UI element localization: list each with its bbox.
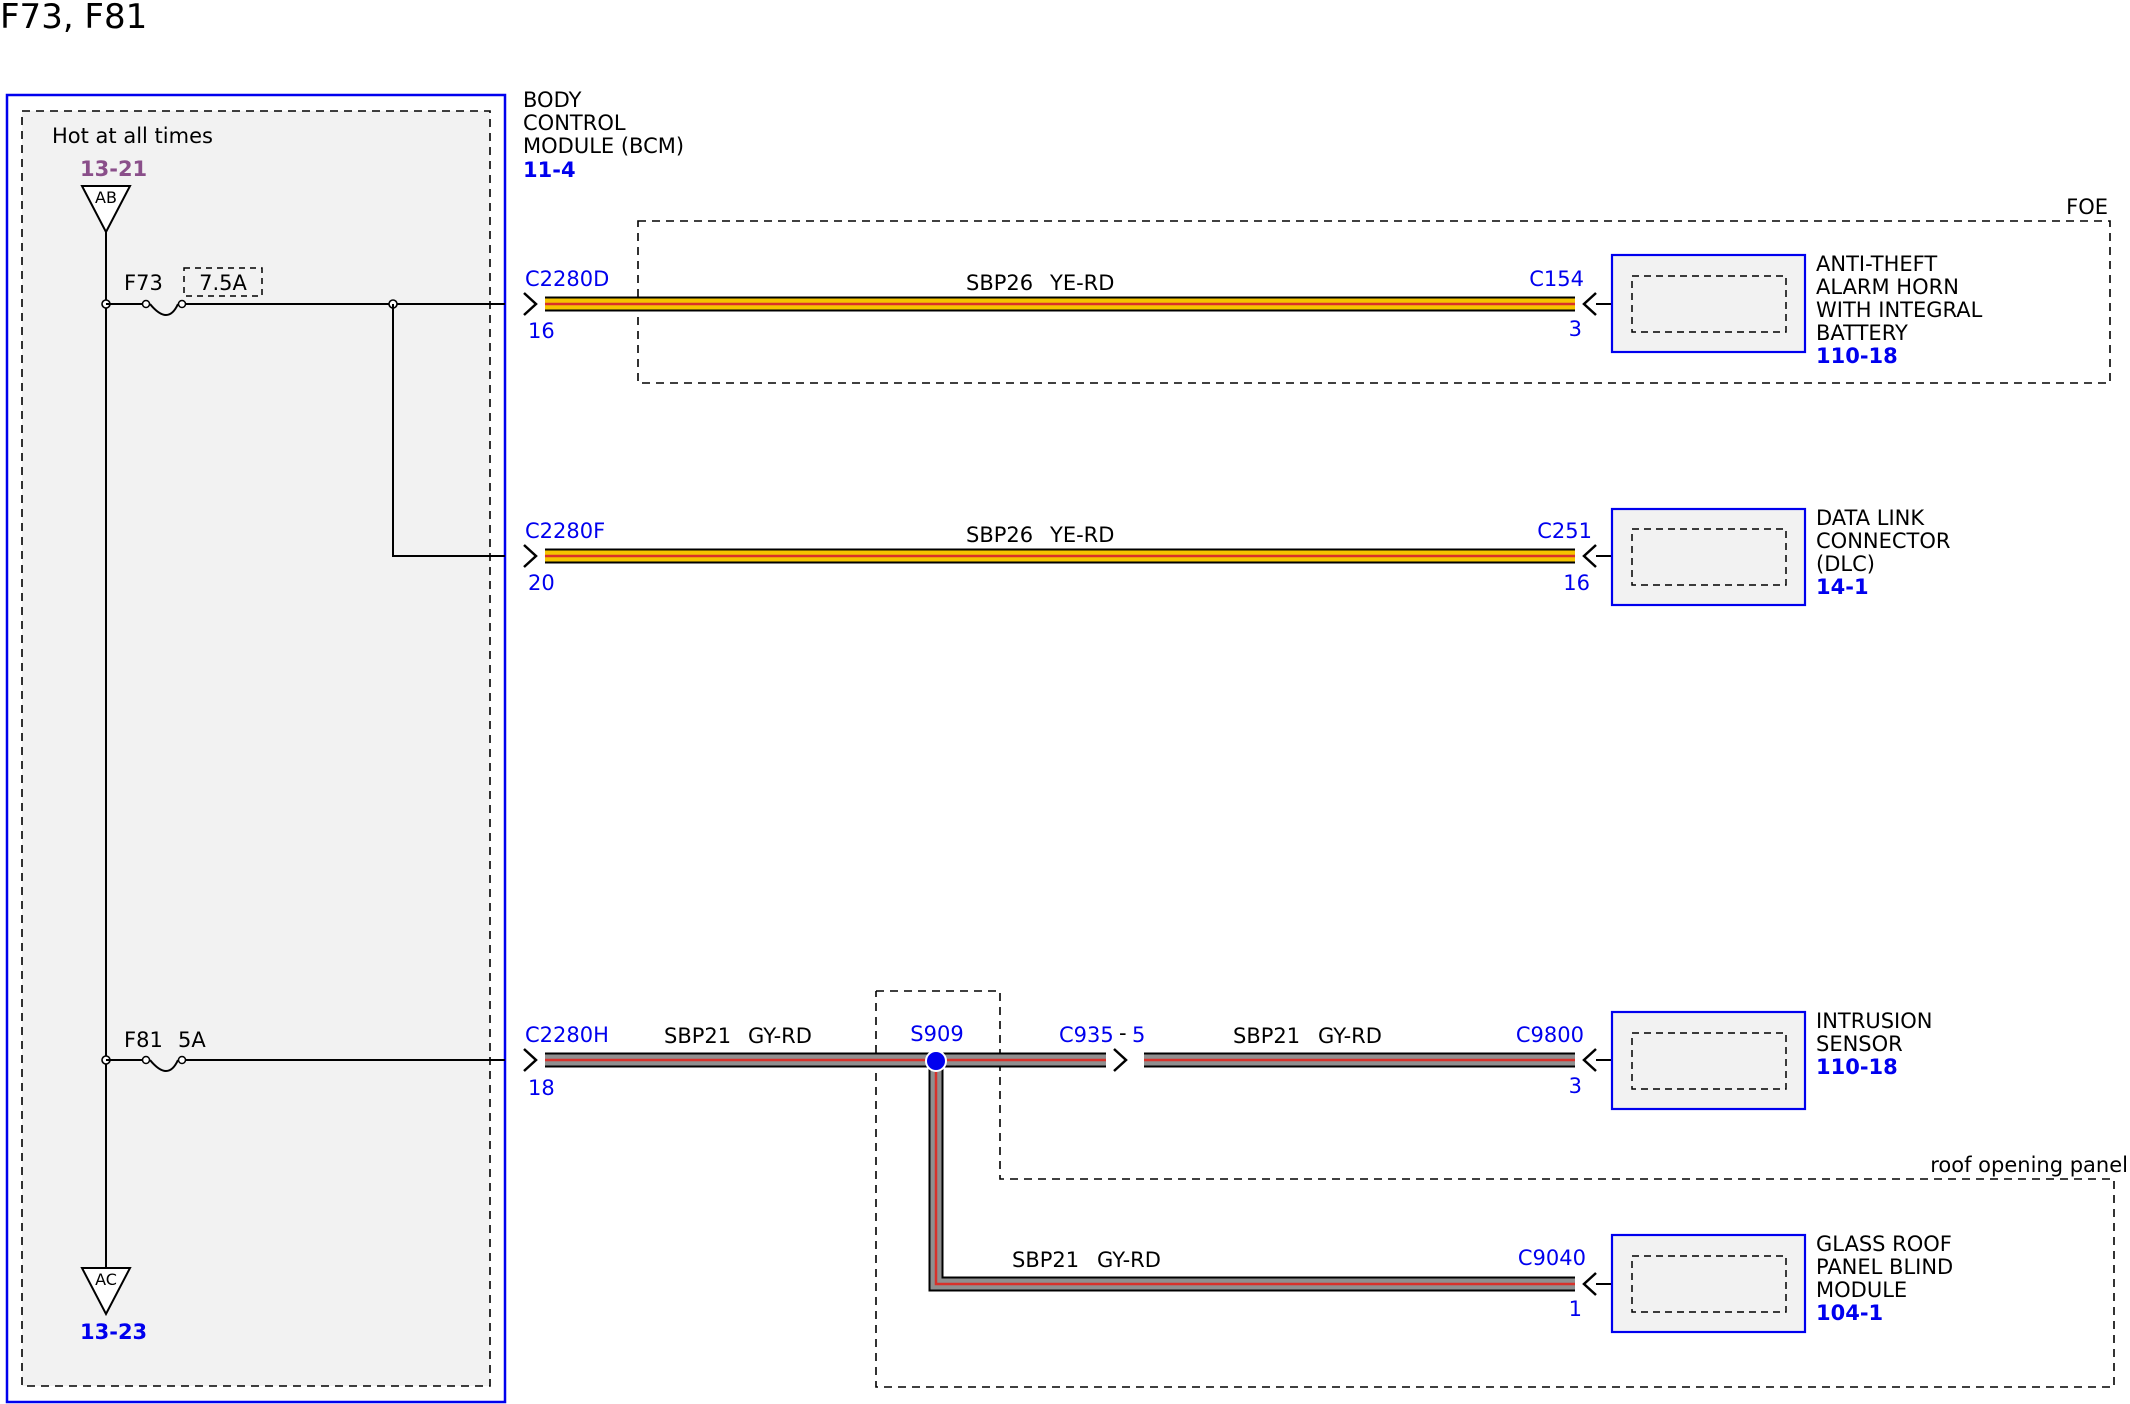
component-4-ref: 104-1 — [1816, 1301, 1883, 1325]
foe-region — [637, 220, 2111, 384]
component-1-line-2: ALARM HORN — [1816, 275, 1959, 299]
circuit-1-id: SBP26 — [966, 271, 1033, 295]
circuit-3b-id: SBP21 — [1233, 1024, 1300, 1048]
connector-c2280f-arrow-icon — [523, 544, 538, 568]
terminal-ac-icon — [80, 1267, 132, 1317]
bcm-module: Hot at all times 13-21 AB AC 13-23 F73 7… — [5, 93, 507, 1404]
circuit-2-id: SBP26 — [966, 523, 1033, 547]
component-2-line-1: DATA LINK — [1816, 506, 1925, 530]
fuse-f73-icon — [149, 303, 179, 316]
component-1-line-4: BATTERY — [1816, 321, 1908, 345]
connector-c9800-arrow-icon — [1582, 1048, 1597, 1072]
terminal-ac-label: AC — [95, 1270, 117, 1289]
component-4-line-2: PANEL BLIND — [1816, 1255, 1953, 1279]
c2280d-pin: 16 — [528, 319, 555, 343]
component-glass-roof-blind-module — [1610, 1233, 1807, 1334]
circuit-1-color: YE-RD — [1049, 271, 1114, 295]
c2280f-label: C2280F — [525, 519, 605, 543]
connector-c9040-arrow-icon — [1582, 1272, 1597, 1296]
roof-region-label: roof opening panel — [1930, 1153, 2128, 1177]
c935-label: C935 — [1059, 1023, 1114, 1047]
component-1-line-3: WITH INTEGRAL — [1816, 298, 1983, 322]
s909-label: S909 — [910, 1022, 963, 1046]
c9040-label: C9040 — [1518, 1246, 1586, 1270]
bcm-bottom-ref: 13-23 — [80, 1320, 147, 1344]
circuit-3b-color: GY-RD — [1318, 1024, 1382, 1048]
connector-c2280d-arrow-icon — [523, 292, 538, 316]
component-2-line-2: CONNECTOR — [1816, 529, 1951, 553]
terminal-ab-icon — [80, 185, 132, 235]
foe-region-label: FOE — [2066, 195, 2108, 219]
connector-c935-arrow-icon — [1113, 1048, 1128, 1072]
c2280f-pin: 20 — [528, 571, 555, 595]
fuse-f73-rating: 7.5A — [199, 271, 247, 295]
circuit-4-wire — [928, 1060, 1575, 1292]
circuit-4-color: GY-RD — [1097, 1248, 1161, 1272]
c9800-label: C9800 — [1516, 1023, 1584, 1047]
component-3-line-2: SENSOR — [1816, 1032, 1903, 1056]
component-data-link-connector — [1610, 507, 1807, 607]
terminal-ab-label: AB — [95, 188, 117, 207]
c251-pin: 16 — [1563, 571, 1590, 595]
hot-at-all-times-label: Hot at all times — [52, 124, 213, 148]
c251-label: C251 — [1537, 519, 1592, 543]
c154-pin: 3 — [1569, 317, 1582, 341]
component-4-line-3: MODULE — [1816, 1278, 1907, 1302]
f81-node-right — [177, 1055, 187, 1065]
splice-s909-icon — [925, 1050, 947, 1072]
bcm-top-ref: 13-21 — [80, 157, 147, 181]
fuse-f73-id: F73 — [124, 271, 163, 295]
bcm-fuse-area — [21, 110, 491, 1387]
component-4-line-1: GLASS ROOF — [1816, 1232, 1952, 1256]
component-2-line-3: (DLC) — [1816, 552, 1875, 576]
component-3-line-1: INTRUSION — [1816, 1009, 1932, 1033]
f81-node-left — [141, 1055, 151, 1065]
circuit-2-color: YE-RD — [1049, 523, 1114, 547]
roof-opening-panel-region — [875, 990, 2115, 1388]
component-anti-theft-horn — [1610, 253, 1807, 354]
bcm-name-line-2: CONTROL — [523, 111, 626, 135]
f73-node-right — [177, 299, 187, 309]
component-1-line-1: ANTI-THEFT — [1816, 252, 1937, 276]
c2280d-label: C2280D — [525, 267, 609, 291]
fuse-f81-id: F81 — [124, 1028, 163, 1052]
connector-c251-arrow-icon — [1582, 544, 1597, 568]
bcm-name-line-3: MODULE (BCM) — [523, 134, 684, 158]
c154-label: C154 — [1529, 267, 1584, 291]
component-intrusion-sensor — [1610, 1010, 1807, 1111]
bcm-ref: 11-4 — [523, 158, 576, 182]
connector-c154-arrow-icon — [1582, 292, 1597, 316]
c9040-pin: 1 — [1569, 1297, 1582, 1321]
component-2-ref: 14-1 — [1816, 575, 1869, 599]
bcm-name-line-1: BODY — [523, 88, 582, 112]
connector-c2280h-arrow-icon — [523, 1048, 538, 1072]
f73-branch-wire — [392, 304, 505, 557]
fuse-f81-rating: 5A — [178, 1028, 206, 1052]
c935-pin: 5 — [1132, 1023, 1145, 1047]
fuse-f81-icon — [149, 1059, 179, 1072]
circuit-3-id: SBP21 — [664, 1024, 731, 1048]
c2280h-label: C2280H — [525, 1023, 609, 1047]
c9800-pin: 3 — [1569, 1074, 1582, 1098]
component-1-ref: 110-18 — [1816, 344, 1898, 368]
component-3-ref: 110-18 — [1816, 1055, 1898, 1079]
c935-separator: - — [1119, 1021, 1127, 1045]
circuit-4-id: SBP21 — [1012, 1248, 1079, 1272]
diagram-title: F73, F81 — [0, 0, 147, 37]
fuse-f73-rating-box — [183, 267, 263, 297]
circuit-3-color: GY-RD — [748, 1024, 812, 1048]
c2280h-pin: 18 — [528, 1076, 555, 1100]
f73-node-left — [141, 299, 151, 309]
